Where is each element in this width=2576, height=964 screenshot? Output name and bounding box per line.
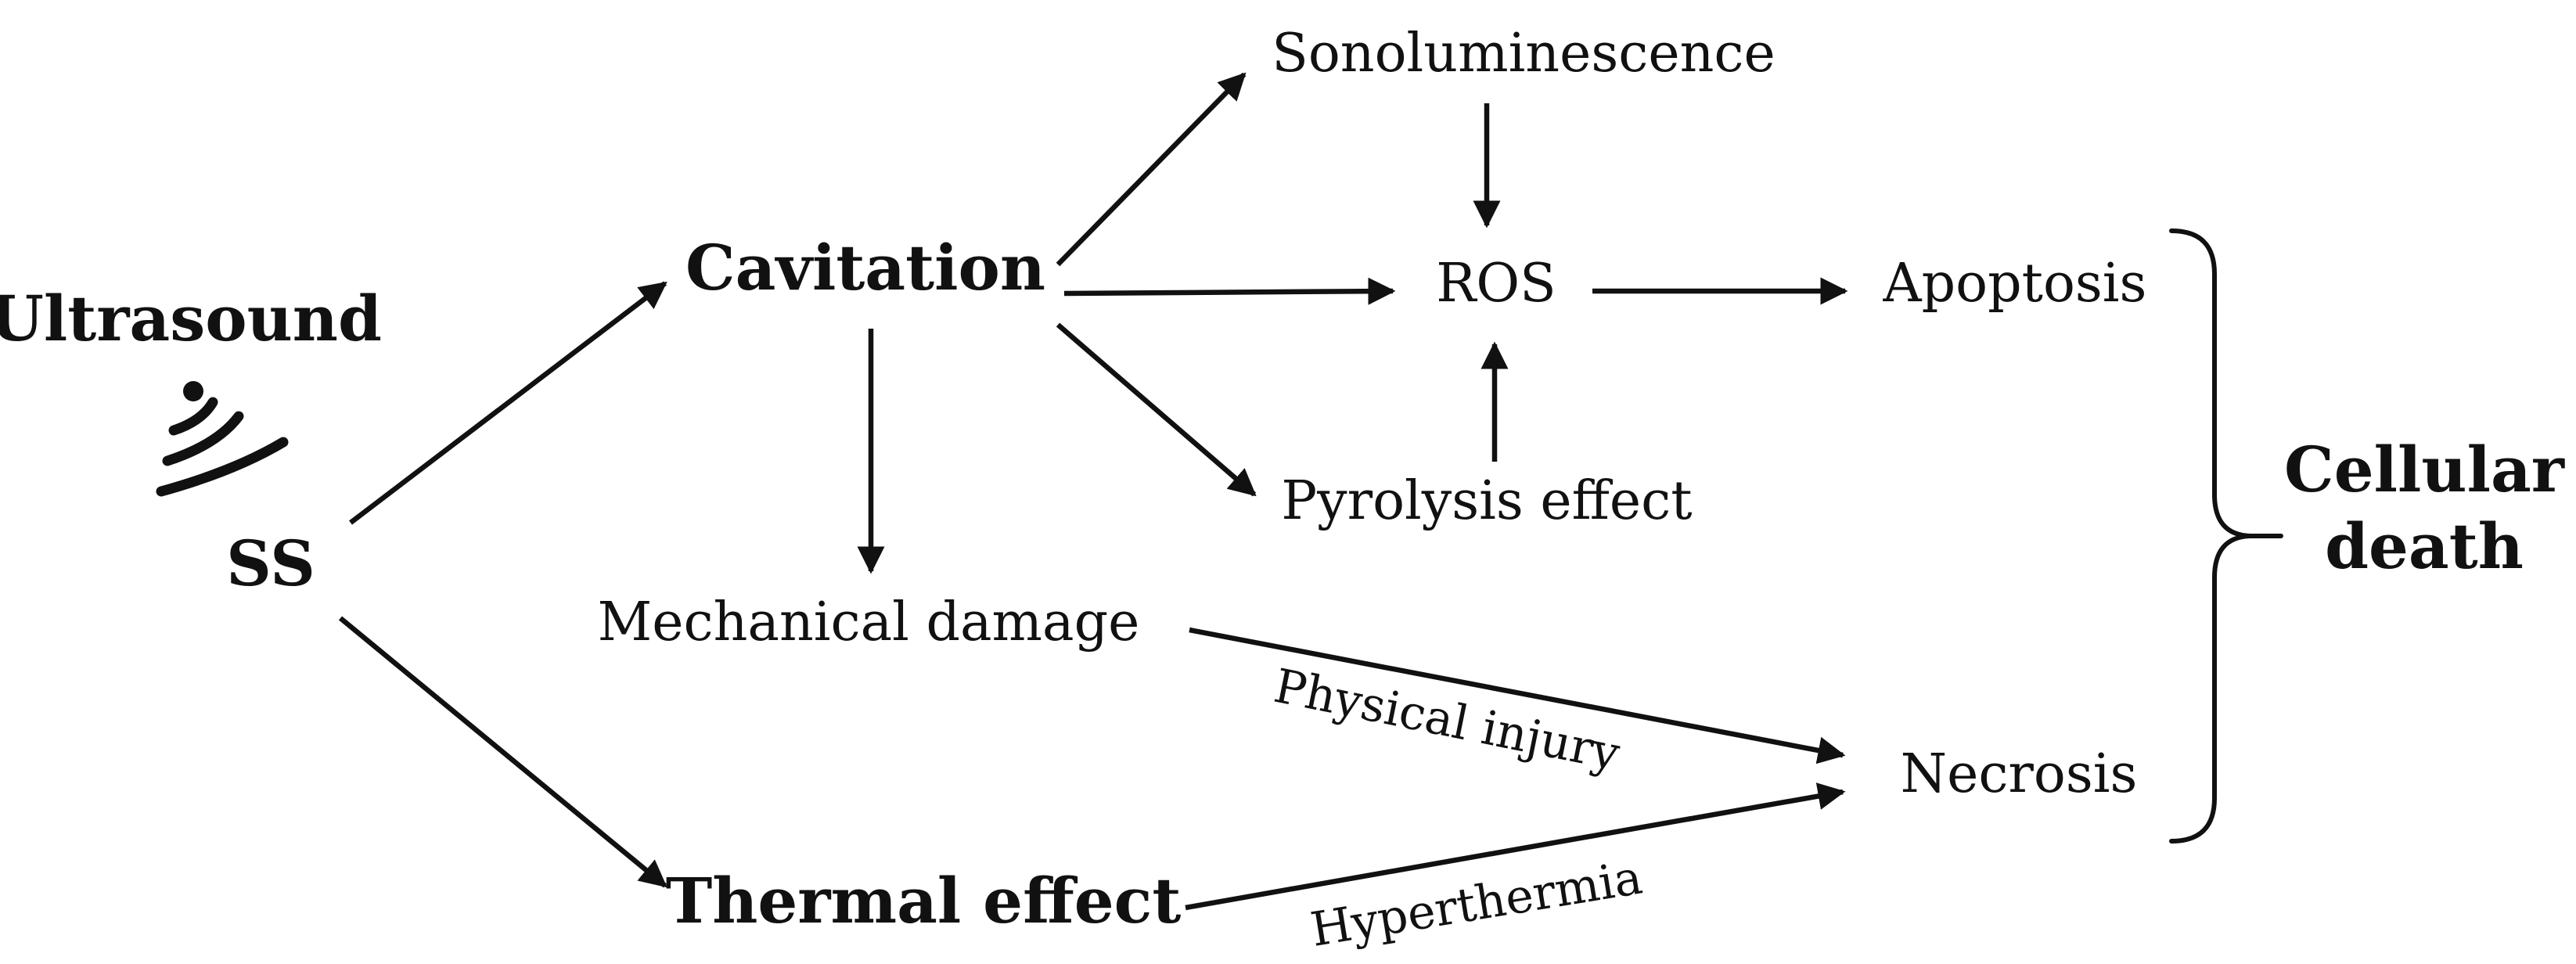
- edge-label-hyperthermia: Hyperthermia: [1307, 851, 1646, 958]
- node-cellular-death-line2: death: [2325, 509, 2524, 583]
- node-pyrolysis-effect: Pyrolysis effect: [1281, 470, 1692, 532]
- cellular-death-brace: [2169, 228, 2283, 844]
- node-ros: ROS: [1436, 253, 1556, 315]
- node-cellular-death-line1: Cellular: [2284, 433, 2565, 506]
- arrow-cavitation-to-sonoluminescence: [1056, 72, 1247, 267]
- arrow-cavitation-to-pyrolysis: [1056, 322, 1257, 497]
- node-mechanical-damage: Mechanical damage: [598, 592, 1140, 653]
- arrow-cavitation-to-ros: [1063, 277, 1396, 305]
- node-necrosis: Necrosis: [1901, 743, 2138, 805]
- arrow-ss-to-thermal-effect: [338, 616, 667, 888]
- node-sonoluminescence: Sonoluminescence: [1272, 23, 1775, 85]
- arrow-mechanical-damage-to-necrosis: [1189, 627, 1846, 764]
- node-apoptosis: Apoptosis: [1883, 253, 2147, 315]
- node-ss: SS: [226, 527, 315, 600]
- ultrasound-wave-icon: [156, 381, 289, 497]
- node-ultrasound: Ultrasound: [0, 282, 382, 355]
- node-cavitation: Cavitation: [685, 231, 1045, 304]
- arrow-ss-to-cavitation: [349, 281, 667, 525]
- arrow-thermal-effect-to-necrosis: [1185, 782, 1846, 911]
- node-thermal-effect: Thermal effect: [666, 864, 1182, 937]
